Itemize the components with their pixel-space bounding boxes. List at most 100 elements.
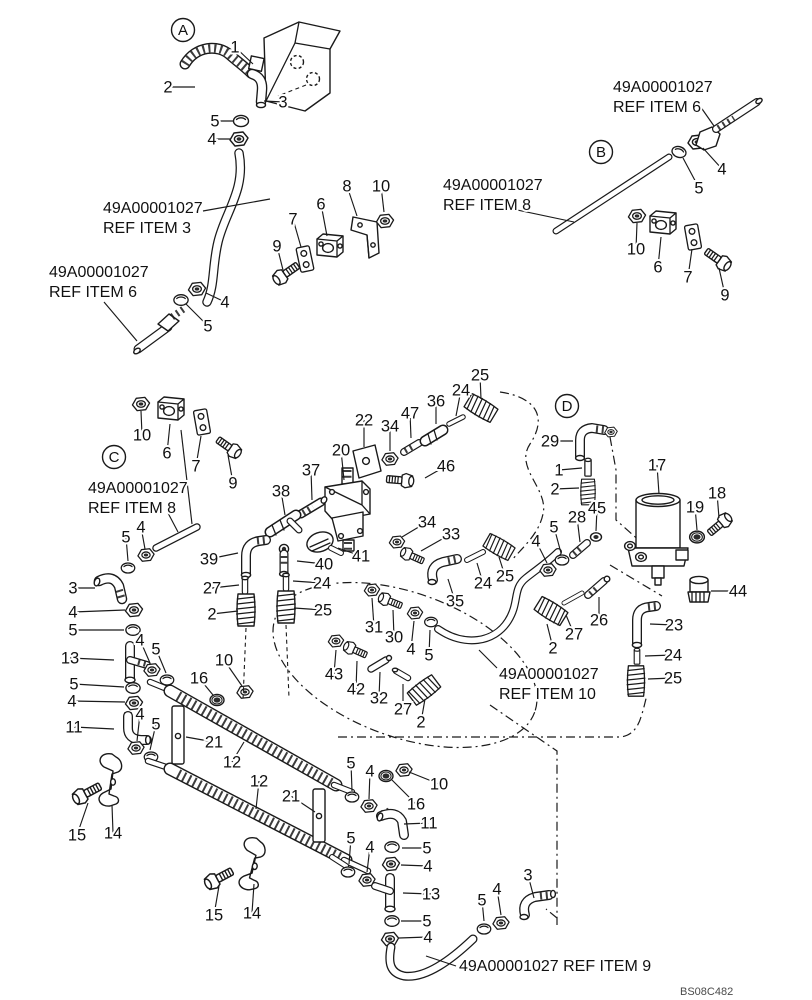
callout-label: 4	[365, 839, 374, 857]
callout-leader	[195, 435, 202, 467]
callout-label: 35	[446, 593, 464, 611]
callout-label: 24	[664, 647, 682, 665]
callout-label: 34	[381, 418, 399, 436]
callout-leader	[694, 506, 698, 531]
callout-label: 10	[372, 178, 390, 196]
callout-label: 21	[282, 788, 300, 806]
ref-label-leader	[103, 301, 138, 342]
ref-label: 49A00001027	[443, 177, 543, 194]
callout-label: 23	[665, 617, 683, 635]
callout-leader	[682, 157, 700, 189]
callout-leader	[348, 837, 352, 865]
callout-label: 32	[370, 690, 388, 708]
callout-label: 5	[424, 647, 433, 665]
ref-label-leader	[478, 649, 498, 669]
callout-leader	[213, 885, 220, 916]
callout-label: 15	[205, 907, 223, 925]
callout-label: 7	[683, 269, 692, 287]
callout-label: 30	[385, 629, 403, 647]
callout-label: 4	[717, 161, 726, 179]
callout-label: 10	[215, 652, 233, 670]
callout-label: 33	[442, 526, 460, 544]
callout-leader	[420, 698, 426, 723]
callout-leader	[409, 412, 412, 439]
callout-leader	[293, 607, 324, 611]
section-marker-circle	[101, 444, 127, 470]
callout-label: 5	[422, 913, 431, 931]
callout-label: 27	[394, 701, 412, 719]
callout-leader	[320, 203, 328, 237]
ref-label: 49A00001027 REF ITEM 9	[459, 958, 651, 975]
callout-label: 12	[223, 754, 241, 772]
callout-leader	[208, 552, 239, 560]
callout-leader	[296, 560, 325, 565]
callout-label: 7	[288, 211, 297, 229]
callout-leader	[111, 804, 114, 834]
callout-label: 5	[694, 180, 703, 198]
callout-label: 5	[549, 519, 558, 537]
callout-leader	[166, 423, 171, 454]
callout-leader	[340, 449, 345, 481]
callout-leader	[565, 614, 575, 635]
callout-leader	[211, 584, 240, 589]
callout-leader	[424, 465, 447, 479]
callout-label: 38	[272, 483, 290, 501]
callout-label: 40	[315, 556, 333, 574]
callout-label: 24	[313, 575, 331, 593]
ref-label-leader	[699, 105, 715, 127]
section-marker-letter: A	[178, 22, 188, 39]
ref-label: 49A00001027	[49, 264, 149, 281]
callout-label: 2	[416, 714, 425, 732]
callout-label: 5	[346, 755, 355, 773]
callout-leader	[155, 648, 167, 674]
callout-label: 4	[220, 294, 229, 312]
callout-label: 12	[250, 773, 268, 791]
section-d-art	[532, 423, 736, 697]
callout-leader	[635, 222, 638, 250]
section-marker-letter: D	[562, 398, 573, 415]
callout-leader	[400, 864, 429, 867]
callout-leader	[337, 547, 362, 557]
ref-label: 49A00001027	[613, 79, 713, 96]
callout-label: 42	[347, 681, 365, 699]
callout-label: 25	[314, 602, 332, 620]
callout-label: 43	[325, 666, 343, 684]
callout-label: 11	[420, 815, 437, 833]
callout-label: 39	[200, 551, 218, 569]
callout-leader	[368, 770, 371, 800]
ref-label: REF ITEM 10	[499, 686, 596, 703]
callout-label: 34	[418, 514, 436, 532]
section-marker-letter: B	[596, 144, 606, 161]
callout-label: 25	[664, 670, 682, 688]
callout-label: 5	[121, 529, 130, 547]
callout-label: 47	[401, 405, 419, 423]
callout-label: 18	[708, 485, 726, 503]
callout-label: 5	[422, 840, 431, 858]
callout-leader	[535, 540, 548, 564]
callout-label: 9	[272, 238, 281, 256]
bottom-center-art	[329, 763, 557, 981]
callout-leader	[392, 609, 395, 638]
callout-leader	[447, 578, 456, 602]
callout-leader	[647, 677, 674, 680]
callout-leader	[644, 654, 674, 657]
ref-label: REF ITEM 8	[88, 500, 176, 517]
callout-leader	[72, 609, 126, 613]
callout-label: 5	[210, 113, 219, 131]
callout-label: 14	[104, 825, 122, 843]
callout-label: 2	[548, 640, 557, 658]
callout-leader	[498, 556, 506, 577]
section-marker-letter: C	[109, 449, 120, 466]
callout-label: 4	[67, 693, 76, 711]
callout-leader	[657, 236, 662, 268]
callout-leader	[231, 741, 245, 763]
callout-label: 3	[68, 580, 77, 598]
callout-label: 5	[346, 830, 355, 848]
callout-label: 13	[422, 886, 440, 904]
callout-leader	[558, 467, 583, 471]
callout-label: 10	[627, 241, 645, 259]
callout-label: 3	[278, 94, 287, 112]
ref-label: 49A00001027	[88, 480, 188, 497]
callout-label: 37	[302, 462, 320, 480]
